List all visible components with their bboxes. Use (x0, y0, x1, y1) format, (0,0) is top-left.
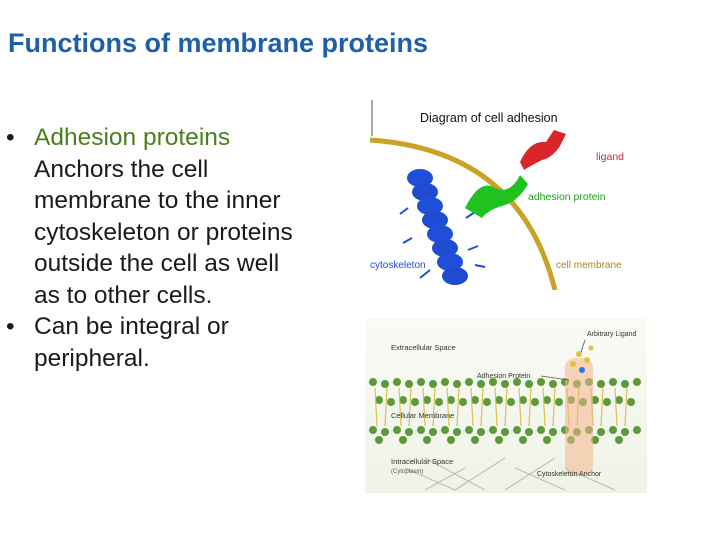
adhesion-protein-shape (465, 175, 528, 218)
cell-membrane-arc (370, 137, 558, 290)
bullet-integral: • Can be integral or peripheral. (6, 311, 306, 374)
ligand-label: ligand (596, 151, 624, 163)
cytoskeleton-filament (399, 169, 486, 285)
bullet-adhesion: • Adhesion proteins Anchors the cell mem… (6, 122, 306, 311)
cytoplasm-label: (Cytoplasm) (391, 469, 423, 475)
intracellular-label: Intracellular Space (391, 457, 453, 466)
membrane-label: Cellular Membrane (391, 411, 454, 420)
bullet-text: Can be integral or peripheral. (34, 313, 229, 372)
cell-adhesion-diagram: Diagram of cell adhesion ligand adhesion… (370, 100, 642, 290)
extracellular-label: Extracellular Space (391, 343, 456, 352)
adhesion-protein-label-2: Adhesion Protein (477, 373, 530, 380)
cytoskeleton-label: cytoskeleton (370, 260, 426, 271)
ligand-dots (570, 345, 594, 373)
arbitrary-ligand-label: Arbitrary Ligand (587, 331, 637, 338)
adhesion-protein-label: adhesion protein (528, 191, 606, 203)
adhesion-protein-glow (565, 358, 593, 476)
bullet-heading: Adhesion proteins (34, 124, 231, 151)
bullet-dot-icon: • (6, 313, 15, 340)
ligand-pointer (580, 339, 586, 353)
slide-title: Functions of membrane proteins (8, 28, 429, 58)
cell-membrane-label: cell membrane (556, 260, 622, 271)
diagram-title: Diagram of cell adhesion (420, 111, 558, 125)
bullet-list: • Adhesion proteins Anchors the cell mem… (6, 122, 306, 374)
lipid-bilayer (369, 378, 641, 444)
cytoskeleton-lattice (404, 457, 616, 491)
ligand-shape (520, 130, 566, 170)
bullet-text: Anchors the cell membrane to the inner c… (34, 155, 293, 309)
membrane-illustration: Arbitrary Ligand Extracellular Space Adh… (365, 318, 647, 493)
adhesion-pointer (540, 375, 570, 381)
bullet-dot-icon: • (6, 124, 15, 151)
cytoskeleton-anchor-label: Cytoskeleton Anchor (537, 471, 602, 478)
